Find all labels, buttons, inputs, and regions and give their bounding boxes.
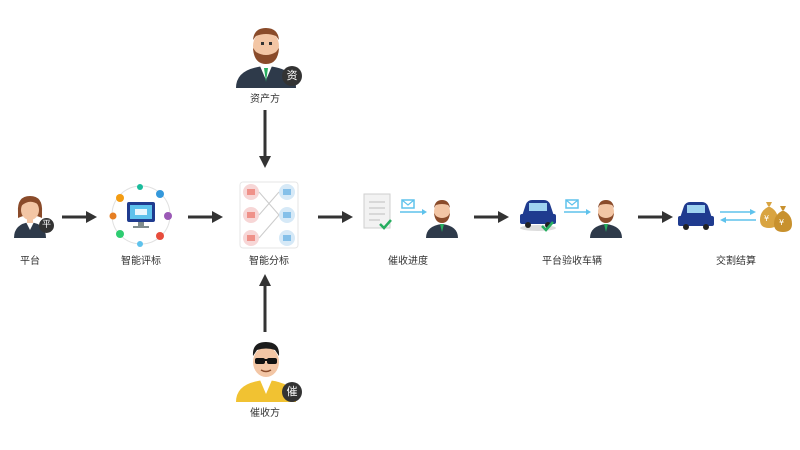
arrow-platform-to-assessment (62, 211, 97, 223)
progress-label: 催收进度 (388, 256, 428, 267)
platform-label: 平台 (20, 256, 40, 267)
asset-party-man-icon (236, 28, 296, 88)
collector-label: 催收方 (250, 408, 280, 419)
platform-badge: 平 (39, 218, 54, 233)
money-bag-symbol-right: ¥ (779, 218, 785, 227)
arrow-asset-party-to-allocation (259, 110, 271, 168)
arrow-inspection-to-settlement (638, 211, 673, 223)
platform-node: 平 (8, 192, 56, 238)
allocation-label: 智能分标 (249, 256, 289, 267)
asset-party-node: 资 (232, 24, 304, 88)
arrow-assessment-to-allocation (188, 211, 223, 223)
inspection-label: 平台验收车辆 (542, 256, 602, 267)
arrow-collector-to-allocation (259, 274, 271, 332)
asset-party-badge: 资 (282, 66, 302, 86)
arrow-progress-to-inspection (474, 211, 509, 223)
collector-badge: 催 (282, 382, 302, 402)
allocation-grid-icon (239, 181, 299, 249)
settlement-node: ¥ ¥ (676, 192, 794, 238)
allocation-node (238, 180, 300, 250)
assessment-label: 智能评标 (121, 256, 161, 267)
arrow-allocation-to-progress (318, 211, 353, 223)
exchange-arrows-icon (720, 209, 756, 223)
platform-woman-icon (14, 196, 46, 238)
settlement-label: 交割结算 (716, 256, 756, 267)
assessment-node (106, 182, 176, 248)
inspection-node (516, 190, 628, 238)
collector-man-icon (236, 342, 296, 402)
money-bag-symbol-left: ¥ (764, 214, 770, 223)
progress-node (360, 190, 464, 238)
asset-party-label: 资产方 (250, 94, 280, 105)
money-bags-icon (760, 202, 792, 232)
progress-scene-icon (363, 193, 458, 238)
inspection-scene-icon (520, 199, 622, 238)
collector-node: 催 (232, 338, 304, 402)
car-icon (678, 202, 714, 230)
monitor-icon (109, 184, 172, 247)
